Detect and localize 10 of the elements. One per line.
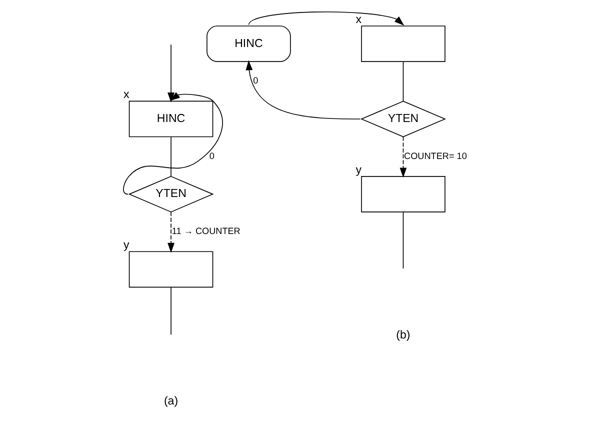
node-label: x (355, 14, 361, 26)
edge-label: COUNTER= 10 (404, 150, 466, 161)
node-label: y (355, 164, 361, 176)
node-label: x (123, 89, 129, 102)
label: (a) (163, 396, 178, 408)
label: (b) (396, 330, 410, 342)
edge-label: 0 (208, 150, 214, 161)
node-label: y (123, 239, 129, 252)
edge-label: 0 (252, 76, 258, 86)
edge-label: 11 → COUNTER (171, 226, 240, 236)
